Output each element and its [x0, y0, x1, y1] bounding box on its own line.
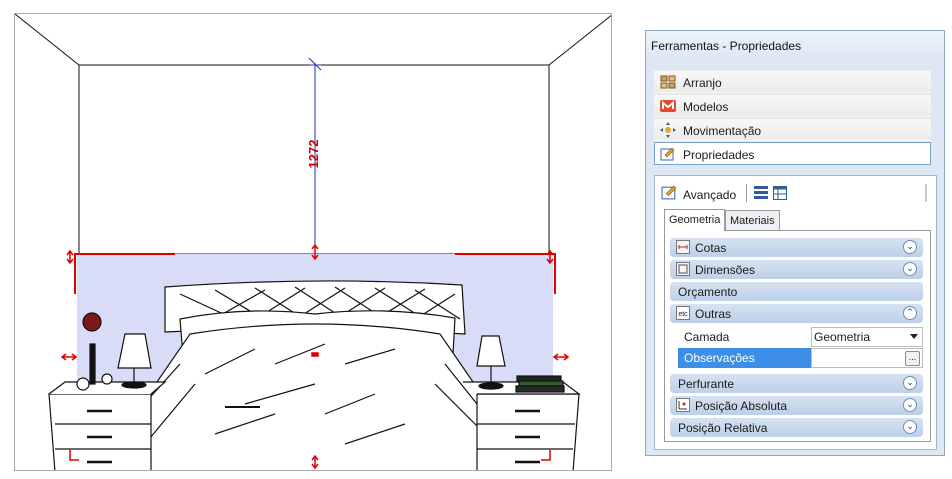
tools-properties-panel: Ferramentas - Propriedades Arranjo Model… [645, 30, 945, 456]
section-label: Outras [695, 307, 732, 321]
section-dimensoes[interactable]: Dimensões ⌄ [670, 260, 923, 279]
camada-dropdown[interactable]: Geometria [811, 327, 923, 347]
handle-bottom-right [541, 450, 551, 461]
nav-item-arranjo[interactable]: Arranjo [654, 70, 931, 93]
right-nightstand [463, 381, 581, 470]
tab-label: Materiais [730, 215, 775, 227]
handle-top-right [546, 249, 554, 265]
dropdown-value: Geometria [814, 330, 871, 344]
nav-label: Movimentação [683, 124, 762, 138]
section-outras[interactable]: etc Outras ⌃ [670, 304, 923, 323]
section-label: Dimensões [695, 263, 756, 277]
tab-content: Cotas ⌄ Dimensões ⌄ Orçamento etc [664, 230, 931, 442]
section-label: Perfurante [678, 377, 735, 391]
chevron-up-icon[interactable]: ⌃ [903, 306, 917, 320]
tab-label: Geometria [669, 214, 721, 226]
handle-center [311, 352, 319, 357]
ellipsis-button[interactable]: ... [905, 351, 920, 366]
list-view-icon[interactable] [754, 186, 768, 200]
selection-edges [74, 253, 556, 294]
property-key: Camada [684, 330, 730, 344]
resize-handles[interactable] [60, 243, 570, 470]
handle-right [552, 353, 570, 361]
table-view-icon[interactable] [773, 186, 787, 200]
chevron-down-icon[interactable]: ⌄ [903, 420, 917, 434]
nav-item-propriedades[interactable]: Propriedades [654, 142, 931, 165]
handle-bottom [311, 454, 319, 470]
height-dimension[interactable]: 1272 [306, 57, 322, 254]
advanced-header: Avançado [661, 182, 927, 204]
property-row-observacoes[interactable]: Observações ... [678, 348, 923, 368]
toolbar-separator [746, 184, 747, 202]
section-cotas[interactable]: Cotas ⌄ [670, 238, 923, 257]
room-outline [15, 14, 611, 255]
chevron-down-icon[interactable]: ⌄ [903, 398, 917, 412]
nav-label: Propriedades [683, 148, 755, 162]
chevron-down-icon[interactable]: ⌄ [903, 376, 917, 390]
position-icon [676, 398, 690, 412]
properties-icon [661, 185, 677, 200]
section-label: Orçamento [678, 285, 738, 299]
handle-top-center [311, 243, 319, 261]
section-posicao-absoluta[interactable]: Posição Absoluta ⌄ [670, 396, 923, 415]
section-label: Posição Relativa [678, 421, 768, 435]
handle-top-left [66, 249, 74, 265]
move-icon [660, 122, 676, 138]
property-key: Observações [678, 348, 811, 368]
advanced-properties-box: Avançado Geometria Materiais [654, 175, 937, 450]
arrangement-icon [660, 75, 676, 89]
size-icon [676, 262, 690, 276]
handle-left [60, 353, 78, 361]
section-perfurante[interactable]: Perfurante ⌄ [670, 374, 923, 393]
observacoes-field[interactable]: ... [811, 348, 923, 368]
advanced-label: Avançado [683, 188, 737, 202]
property-row-camada: Camada Geometria [678, 327, 923, 347]
nav-item-movimentacao[interactable]: Movimentação [654, 118, 931, 141]
elevation-drawing[interactable]: 1272 [15, 14, 612, 471]
svg-text:etc: etc [678, 311, 688, 318]
left-nightstand [48, 381, 167, 470]
properties-icon [660, 147, 675, 161]
dimension-label: 1272 [306, 140, 321, 169]
tab-geometria[interactable]: Geometria [664, 209, 726, 231]
dimension-icon [676, 240, 690, 254]
nav-label: Modelos [683, 100, 729, 114]
tab-materiais[interactable]: Materiais [725, 210, 780, 231]
models-icon [660, 100, 676, 112]
handle-bottom-left [69, 450, 79, 461]
nav-label: Arranjo [683, 76, 722, 90]
left-decor [76, 312, 152, 391]
section-label: Cotas [695, 241, 727, 255]
right-decor [476, 335, 565, 393]
drawing-viewport[interactable]: 1272 [14, 13, 612, 471]
dropdown-arrow-icon[interactable] [910, 334, 918, 339]
section-orcamento[interactable]: Orçamento [670, 282, 923, 301]
chevron-down-icon[interactable]: ⌄ [903, 240, 917, 254]
panel-title: Ferramentas - Propriedades [646, 31, 944, 60]
etc-icon: etc [676, 306, 690, 320]
section-label: Posição Absoluta [695, 399, 788, 413]
nav-item-modelos[interactable]: Modelos [654, 94, 931, 117]
chevron-down-icon[interactable]: ⌄ [903, 262, 917, 276]
bed [95, 310, 535, 470]
section-posicao-relativa[interactable]: Posição Relativa ⌄ [670, 418, 923, 437]
scrollbar-stub[interactable] [925, 184, 927, 202]
